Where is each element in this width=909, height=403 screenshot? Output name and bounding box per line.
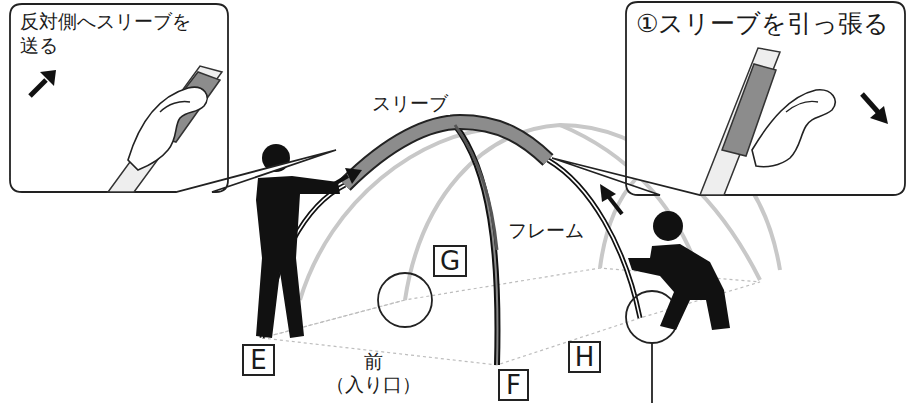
part-letter: H bbox=[575, 344, 595, 370]
letter-box: G bbox=[433, 245, 467, 277]
letter-box: E bbox=[242, 344, 275, 376]
part-letter: F bbox=[506, 372, 521, 398]
frames bbox=[262, 125, 640, 365]
hand-left bbox=[30, 66, 222, 192]
motion-arrows bbox=[324, 168, 622, 214]
frame-top bbox=[455, 125, 497, 250]
letter-box: F bbox=[498, 369, 529, 401]
part-letter: E bbox=[250, 347, 266, 373]
callout-box: ①スリーブを引っ張る bbox=[626, 2, 905, 195]
sleeve-fill bbox=[345, 122, 548, 185]
callout-outline bbox=[552, 2, 905, 195]
letter-box: H bbox=[568, 341, 601, 373]
part-label: フレーム bbox=[506, 219, 586, 242]
person-kneeling bbox=[628, 211, 730, 330]
part-label: スリーブ bbox=[370, 92, 450, 115]
detail-circle bbox=[378, 273, 432, 327]
callout-box: 反対側へスリーブを 送る bbox=[10, 4, 228, 192]
callout-outline bbox=[10, 4, 336, 192]
hand-right bbox=[700, 48, 888, 195]
sleeve bbox=[345, 122, 548, 185]
part-label: 前 （入り口） bbox=[316, 350, 430, 396]
callout-text: ①スリーブを引っ張る bbox=[636, 8, 889, 39]
callout-text: 反対側へスリーブを 送る bbox=[20, 10, 218, 58]
leader-line bbox=[651, 343, 653, 403]
part-letter: G bbox=[440, 248, 460, 274]
